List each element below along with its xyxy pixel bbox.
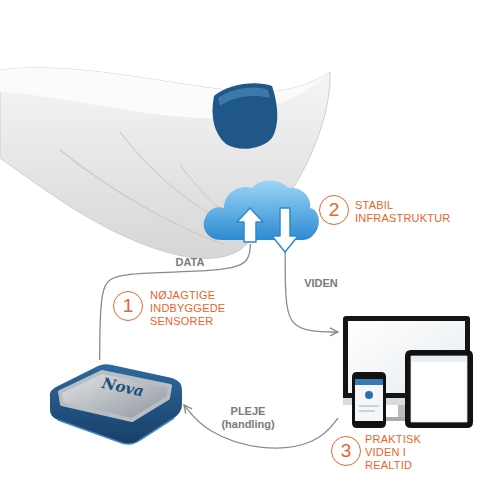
flow-arrow: [100, 244, 251, 360]
cloud-outline: [200, 178, 320, 244]
flow-arrow: [184, 405, 338, 448]
diaper-inner: [0, 68, 330, 118]
tablet-body: [405, 350, 473, 428]
download-arrow: [272, 208, 298, 252]
diaper-fold: [60, 150, 225, 245]
device-rim: [58, 418, 174, 444]
tablet-header: [411, 356, 467, 362]
callout-number: 1: [113, 291, 143, 321]
phone-body: [352, 372, 386, 428]
upload-arrow: [237, 208, 263, 242]
callout-number: 3: [331, 436, 361, 466]
edge-label: VIDEN: [296, 277, 346, 290]
callout-text: STABIL INFRASTRUKTUR: [355, 199, 455, 225]
sensor-device: NØJAGTIGE INDBYGGEDE SENSORERNova: [48, 360, 184, 448]
diaper-body: [0, 68, 330, 259]
phone-line: [359, 410, 375, 412]
sensor-device-outline: [48, 360, 184, 448]
device-top: [60, 372, 170, 420]
edge-label: PLEJE (handling): [213, 405, 283, 431]
callout-text: PRAKTISK VIDEN I REALTID: [365, 433, 435, 472]
phone-screen: [355, 379, 383, 421]
cloud: STABIL INFRASTRUKTUR: [200, 178, 320, 244]
tablet-screen: [411, 356, 467, 422]
phone-icon: [365, 391, 373, 399]
phone-header: [355, 379, 383, 385]
cloud-shape: [204, 181, 319, 241]
screens: PRAKTISK VIDEN I REALTID: [338, 313, 474, 428]
phone-line: [359, 405, 379, 407]
callout-number: 2: [319, 195, 349, 225]
edge-label: DATA: [165, 256, 215, 269]
device-body: [50, 364, 182, 444]
sensor-clip: [213, 83, 278, 149]
callout-text: NØJAGTIGE INDBYGGEDE SENSORER: [150, 289, 232, 328]
sensor-clip-highlight: [218, 88, 270, 106]
screens-outline: [338, 313, 474, 428]
